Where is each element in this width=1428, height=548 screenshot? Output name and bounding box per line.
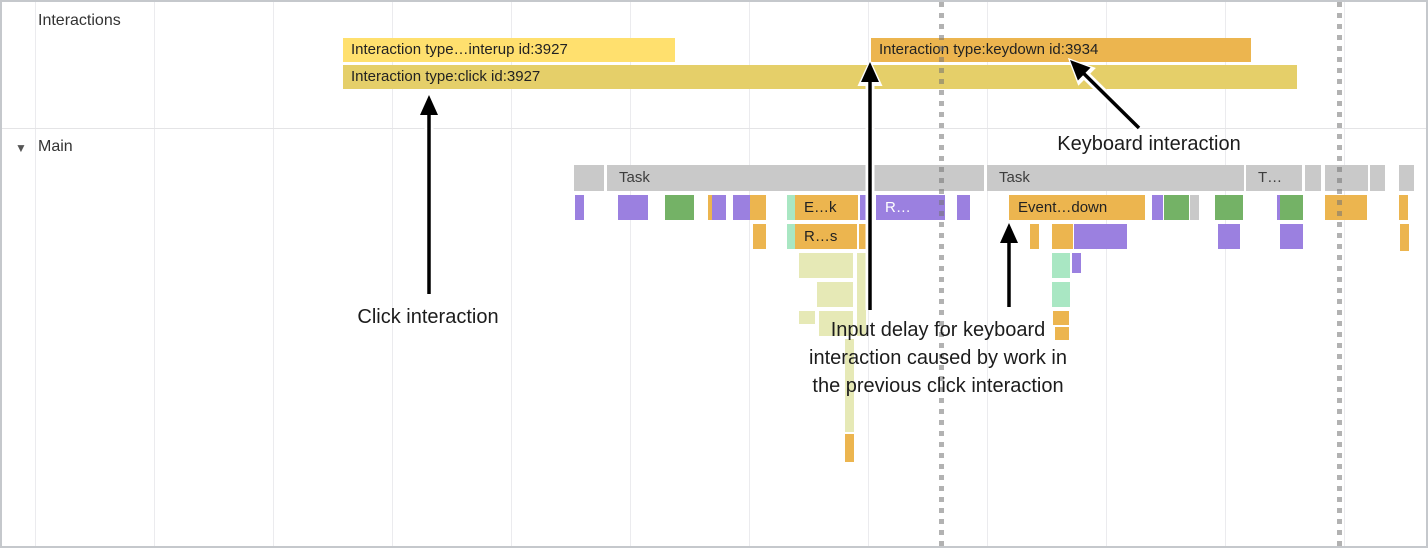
flame-segment[interactable] xyxy=(1280,224,1303,249)
time-gridline xyxy=(630,2,631,546)
flame-segment[interactable] xyxy=(1190,195,1199,220)
task-segment[interactable] xyxy=(1402,165,1414,191)
interaction-bar-interup[interactable]: Interaction type…interup id:3927 xyxy=(343,38,675,62)
annotation-keyboard-interaction: Keyboard interaction xyxy=(1057,133,1241,155)
flame-segment[interactable] xyxy=(1325,195,1367,220)
flame-segment[interactable] xyxy=(665,195,694,220)
flame-segment[interactable] xyxy=(799,253,853,278)
flame-segment[interactable] xyxy=(1052,282,1070,307)
flame-segment[interactable] xyxy=(957,195,970,220)
flame-segment[interactable] xyxy=(1052,224,1073,249)
task-segment[interactable] xyxy=(1309,165,1321,191)
flame-segment[interactable] xyxy=(1152,195,1163,220)
flame-segment[interactable] xyxy=(733,195,742,220)
flame-segment[interactable] xyxy=(1400,224,1409,251)
time-gridline xyxy=(749,2,750,546)
flame-segment[interactable] xyxy=(859,224,868,249)
marker-dotted-line xyxy=(939,2,944,546)
interaction-bar-click[interactable]: Interaction type:click id:3927 xyxy=(343,65,1297,89)
time-gridline xyxy=(154,2,155,546)
flame-segment[interactable] xyxy=(845,434,854,462)
annotation-input-delay-line1: Input delay for keyboard xyxy=(830,319,1046,341)
flame-segment[interactable] xyxy=(1053,311,1069,325)
flame-segment[interactable] xyxy=(1399,195,1408,220)
time-gridline xyxy=(1106,2,1107,546)
flame-segment[interactable] xyxy=(1280,195,1303,220)
flame-segment[interactable] xyxy=(618,195,648,220)
flame-segment[interactable] xyxy=(787,224,796,249)
task-segment[interactable] xyxy=(1373,165,1385,191)
time-gridline xyxy=(392,2,393,546)
annotation-input-delay-line2: interaction caused by work in xyxy=(809,347,1067,369)
task-segment[interactable] xyxy=(574,165,604,191)
flame-segment[interactable] xyxy=(1074,224,1127,249)
flame-segment[interactable] xyxy=(1030,224,1039,249)
task-segment[interactable] xyxy=(1325,165,1368,191)
flame-segment[interactable] xyxy=(1052,253,1070,278)
flame-segment[interactable]: R… xyxy=(876,195,945,220)
flame-segment[interactable] xyxy=(1072,253,1081,273)
flame-segment[interactable] xyxy=(819,311,853,336)
flame-segment[interactable] xyxy=(575,195,584,220)
task-segment[interactable]: Task xyxy=(987,165,1244,191)
flame-segment[interactable] xyxy=(739,195,748,220)
track-separator xyxy=(2,128,1426,129)
flame-segment[interactable] xyxy=(1164,195,1189,220)
time-gridline xyxy=(1344,2,1345,546)
annotation-input-delay: Input delay for keyboard interaction cau… xyxy=(809,316,1067,400)
task-segment[interactable]: T… xyxy=(1246,165,1302,191)
flame-segment[interactable] xyxy=(860,195,869,220)
flame-segment[interactable]: Event…down xyxy=(1009,195,1145,220)
interactions-track-label: Interactions xyxy=(38,12,121,29)
marker-dotted-line xyxy=(1337,2,1342,546)
time-gridline xyxy=(511,2,512,546)
flame-segment[interactable] xyxy=(750,195,766,220)
flame-segment[interactable] xyxy=(787,195,796,220)
flame-segment[interactable] xyxy=(712,195,726,220)
flame-segment[interactable] xyxy=(1055,327,1069,340)
time-gridline xyxy=(1225,2,1226,546)
flame-segment[interactable] xyxy=(744,195,753,220)
flame-segment[interactable] xyxy=(845,339,854,432)
time-gridline xyxy=(987,2,988,546)
main-track-collapse-icon[interactable]: ▼ xyxy=(15,141,27,155)
time-gridline xyxy=(35,2,36,546)
time-gridline xyxy=(273,2,274,546)
task-segment[interactable]: Task xyxy=(607,165,984,191)
flame-segment[interactable] xyxy=(1215,195,1243,220)
flame-segment[interactable] xyxy=(817,282,853,307)
flame-segment[interactable] xyxy=(799,311,815,324)
main-track-label: Main xyxy=(38,138,73,155)
flame-segment[interactable] xyxy=(1218,224,1240,249)
flame-segment[interactable] xyxy=(753,224,766,249)
flame-segment[interactable] xyxy=(864,224,873,249)
flame-segment[interactable]: R…s xyxy=(795,224,857,249)
annotation-click-interaction: Click interaction xyxy=(357,306,499,328)
interaction-bar-keydown[interactable]: Interaction type:keydown id:3934 xyxy=(871,38,1251,62)
annotation-input-delay-line3: the previous click interaction xyxy=(812,375,1064,397)
flame-segment[interactable] xyxy=(857,253,866,336)
flame-segment[interactable]: E…k xyxy=(795,195,858,220)
